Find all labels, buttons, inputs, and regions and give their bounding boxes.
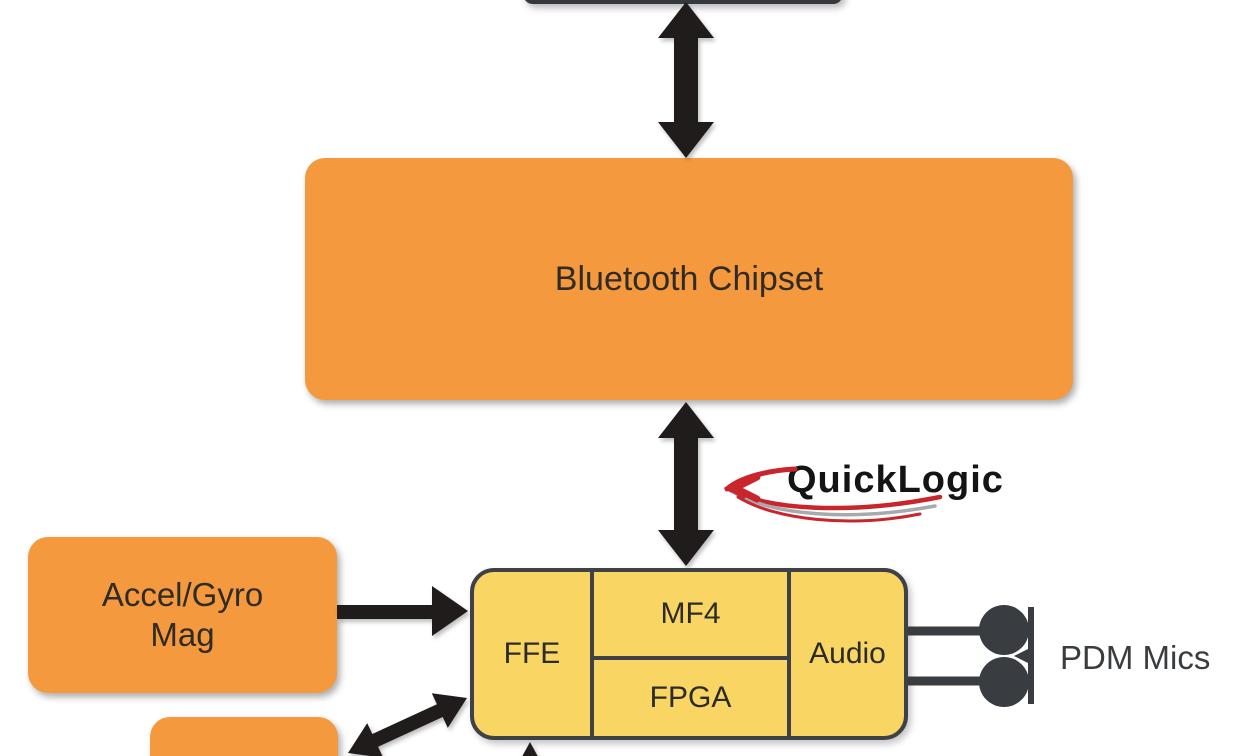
pdm-mic-top-icon xyxy=(979,605,1029,655)
quicklogic-device-block: FFE MF4 FPGA Audio xyxy=(470,568,908,740)
arrow-top-bidirectional-icon xyxy=(658,2,714,158)
mic-bracket-left-arrow-icon xyxy=(1014,646,1034,666)
arrow-up-into-block-icon xyxy=(522,742,538,756)
sensor-box-label: Accel/Gyro Mag xyxy=(102,575,263,656)
bluetooth-chipset-box: Bluetooth Chipset xyxy=(305,158,1073,400)
pdm-mics-label: PDM Mics xyxy=(1060,639,1211,676)
ffe-cell-label: FFE xyxy=(503,637,561,670)
pdm-mic-bottom-icon xyxy=(979,657,1029,707)
bluetooth-chipset-label: Bluetooth Chipset xyxy=(554,259,824,298)
block-divider-vertical-1 xyxy=(590,572,594,736)
arrow-bottom-diagonal-bidirectional-icon xyxy=(348,693,467,756)
block-divider-vertical-2 xyxy=(787,572,791,736)
top-partial-box xyxy=(523,0,843,4)
block-divider-horizontal xyxy=(594,656,787,660)
arrow-sensor-to-ffe-icon xyxy=(337,586,468,636)
sensor-box: Accel/Gyro Mag xyxy=(28,537,337,693)
mf4-cell-label: MF4 xyxy=(660,597,721,630)
audio-cell-label: Audio xyxy=(809,637,886,670)
bottom-partial-box xyxy=(150,717,338,756)
quicklogic-logo-text: QuickLogic xyxy=(787,459,1004,501)
sensor-label-line1: Accel/Gyro xyxy=(101,575,264,613)
arrow-middle-bidirectional-icon xyxy=(658,402,714,566)
sensor-label-line2: Mag xyxy=(150,616,215,653)
fpga-cell-label: FPGA xyxy=(649,681,732,714)
